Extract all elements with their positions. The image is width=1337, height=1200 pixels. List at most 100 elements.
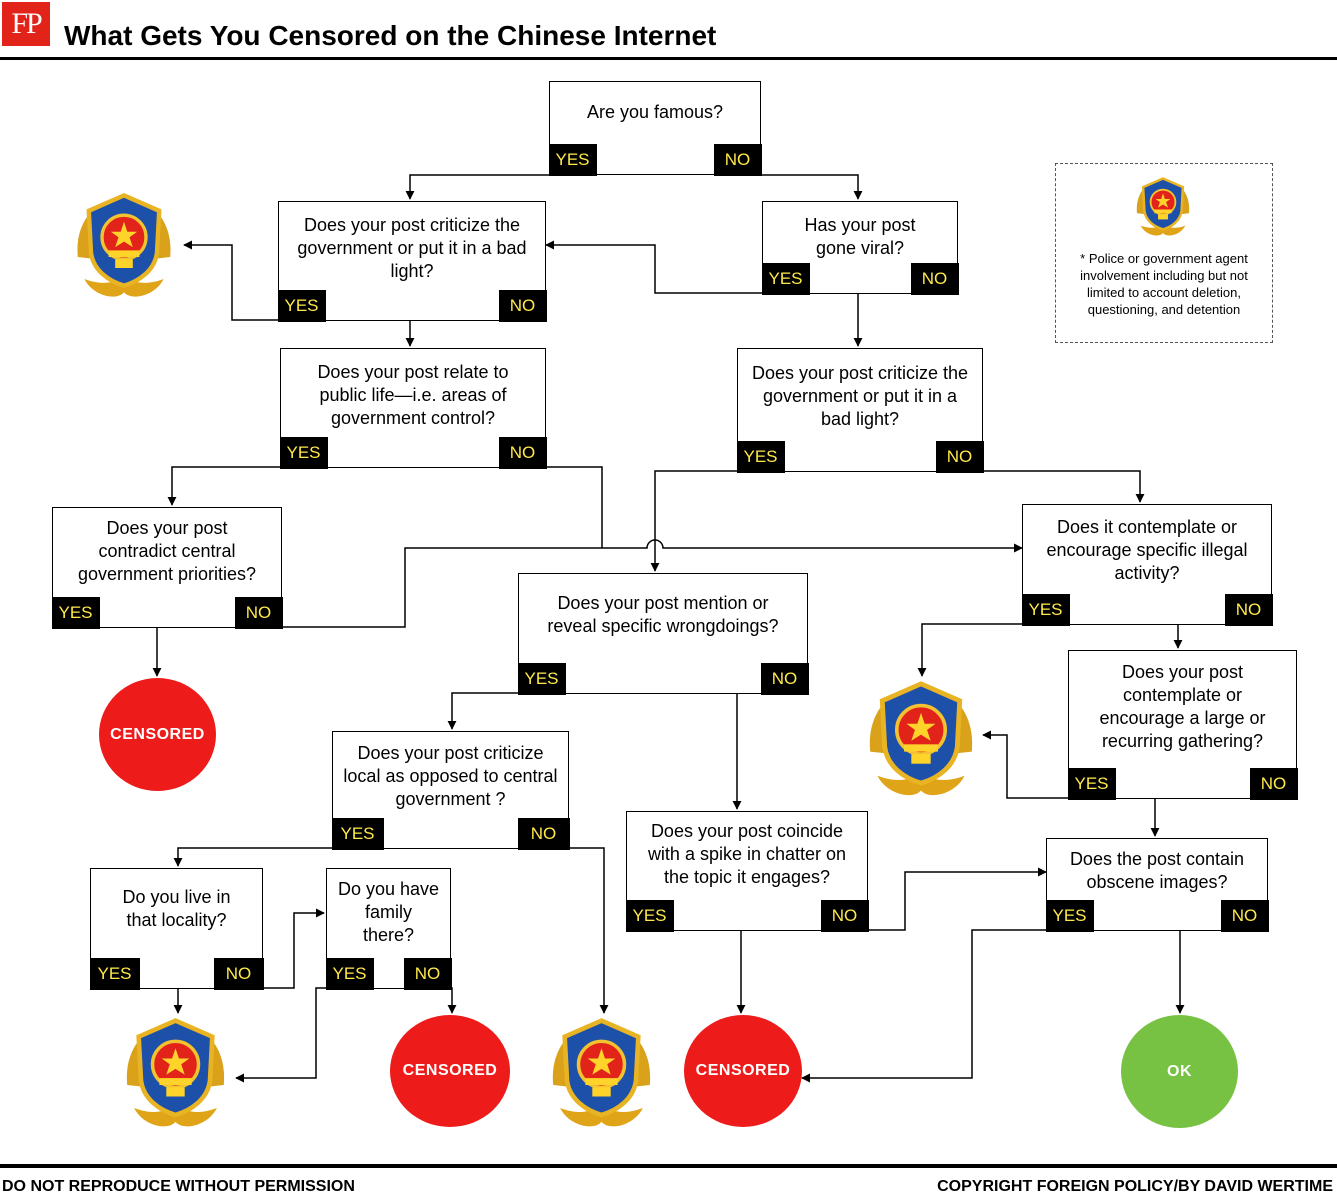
connector-public-yes	[167, 466, 304, 506]
question-text: Are you famous?	[586, 102, 724, 122]
question-text: Does your post contemplate or encourage …	[1099, 662, 1266, 751]
no-label: NO	[1249, 767, 1298, 800]
footer-rule	[0, 1164, 1337, 1168]
outcome-ok: OK	[1121, 1015, 1238, 1128]
question-text: Does your post criticize the government …	[297, 215, 527, 281]
outcome-censored: CENSORED	[99, 678, 216, 791]
connector-criticize2-yes	[650, 470, 760, 572]
no-label: NO	[1224, 593, 1273, 626]
police-emblem-icon	[77, 192, 171, 297]
question-gathering: Does your post contemplate or encourage …	[1067, 650, 1298, 800]
connector-contradict-yes	[76, 626, 162, 677]
police-emblem-icon	[552, 1018, 651, 1127]
connector-locality-no	[240, 908, 325, 989]
question-text: Does your post coincide with a spike in …	[647, 821, 847, 887]
yes-label: YES	[325, 957, 374, 990]
header-rule	[0, 57, 1337, 60]
connector-gathering-yes	[982, 730, 1070, 799]
question-text: Does it contemplate or encourage specifi…	[1046, 517, 1248, 583]
yes-label: YES	[625, 899, 674, 932]
question-text: Does your post mention or reveal specifi…	[547, 593, 779, 636]
connector-contradict-no	[282, 539, 1023, 628]
question-local-government: Does your post criticize local as oppose…	[331, 731, 570, 850]
yes-label: YES	[761, 262, 810, 295]
no-label: NO	[935, 440, 984, 473]
question-text: Does your post criticize the government …	[751, 363, 969, 429]
connector-viral-no	[853, 292, 935, 347]
question-text: Has your post gone viral?	[804, 215, 916, 258]
question-obscene-images: Does the post contain obscene images? YE…	[1045, 838, 1269, 932]
question-live-in-locality: Do you live in that locality? YES NO	[89, 868, 264, 990]
question-text: Does your post contradict central govern…	[77, 518, 257, 584]
connector-obscene-no	[1175, 929, 1245, 1014]
yes-label: YES	[51, 596, 100, 629]
connector-illegal-no	[1173, 623, 1248, 649]
connector-criticize1-yes	[183, 240, 280, 321]
connector-spike-no	[845, 867, 1047, 931]
no-label: NO	[760, 662, 809, 695]
page-title: What Gets You Censored on the Chinese In…	[64, 20, 717, 51]
yes-label: YES	[277, 289, 326, 322]
yes-label: YES	[736, 440, 785, 473]
connector-viral-yes	[545, 240, 762, 294]
connector-gathering-no	[1150, 797, 1272, 837]
connector-local-yes	[173, 847, 357, 867]
connector-illegal-yes	[917, 623, 1046, 677]
question-text: Does your post relate to public life—i.e…	[317, 362, 509, 428]
fp-logo: FP	[2, 2, 50, 46]
no-label: NO	[910, 262, 959, 295]
connector-wrongdoings-yes	[447, 692, 543, 730]
yes-label: YES	[1045, 899, 1094, 932]
question-text: Do you have family there?	[337, 879, 440, 945]
police-emblem-icon	[1136, 177, 1190, 236]
connector-public-no	[540, 466, 603, 548]
police-emblem-icon	[126, 1018, 225, 1127]
question-criticize-government: Does your post criticize the government …	[277, 201, 547, 322]
no-label: NO	[213, 957, 264, 990]
question-text: Do you live in that locality?	[122, 887, 231, 930]
connector-famous-no	[738, 174, 863, 200]
yes-label: YES	[548, 143, 597, 176]
connector-family-no	[429, 987, 457, 1014]
connector-local-no	[546, 847, 609, 1014]
outcome-censored: CENSORED	[684, 1015, 802, 1127]
yes-label: YES	[1021, 593, 1070, 626]
footer-notice: DO NOT REPRODUCE WITHOUT PERMISSION	[2, 1178, 355, 1195]
yes-label: YES	[1067, 767, 1116, 800]
no-label: NO	[498, 436, 547, 469]
yes-label: YES	[517, 662, 566, 695]
no-label: NO	[517, 817, 570, 850]
connector-famous-yes	[405, 174, 573, 200]
no-label: NO	[820, 899, 869, 932]
yes-label: YES	[331, 817, 384, 850]
connector-obscene-yes	[801, 929, 1072, 1083]
yes-label: YES	[279, 436, 328, 469]
outcome-censored: CENSORED	[390, 1015, 510, 1127]
question-illegal-activity: Does it contemplate or encourage specifi…	[1021, 504, 1273, 626]
connector-wrongdoings-no	[732, 692, 785, 810]
connector-locality-yes	[116, 987, 183, 1014]
footer-copyright: COPYRIGHT FOREIGN POLICY/BY DAVID WERTIM…	[937, 1178, 1333, 1195]
legend-text: * Police or government agent involvement…	[1080, 251, 1248, 317]
question-contradict-priorities: Does your post contradict central govern…	[51, 507, 283, 629]
question-public-life: Does your post relate to public life—i.e…	[279, 348, 547, 469]
question-famous: Are you famous? YES NO	[548, 81, 762, 176]
police-emblem-icon	[869, 681, 973, 796]
connector-spike-yes	[650, 929, 746, 1014]
question-text: Does the post contain obscene images?	[1069, 849, 1245, 892]
no-label: NO	[498, 289, 547, 322]
yes-label: YES	[89, 957, 140, 990]
question-wrongdoings: Does your post mention or reveal specifi…	[517, 573, 809, 695]
question-text: Does your post criticize local as oppose…	[343, 743, 558, 809]
question-chatter-spike: Does your post coincide with a spike in …	[625, 811, 869, 932]
legend-box: * Police or government agent involvement…	[1055, 163, 1273, 343]
connector-criticize1-no	[405, 319, 523, 347]
connector-criticize2-no	[958, 470, 1145, 503]
no-label: NO	[1220, 899, 1269, 932]
question-viral: Has your post gone viral? YES NO	[761, 201, 959, 295]
question-criticize-government-2: Does your post criticize the government …	[736, 348, 984, 473]
question-family-there: Do you have family there? YES NO	[325, 868, 452, 990]
no-label: NO	[713, 143, 762, 176]
no-label: NO	[234, 596, 283, 629]
connector-family-yes	[235, 987, 350, 1083]
